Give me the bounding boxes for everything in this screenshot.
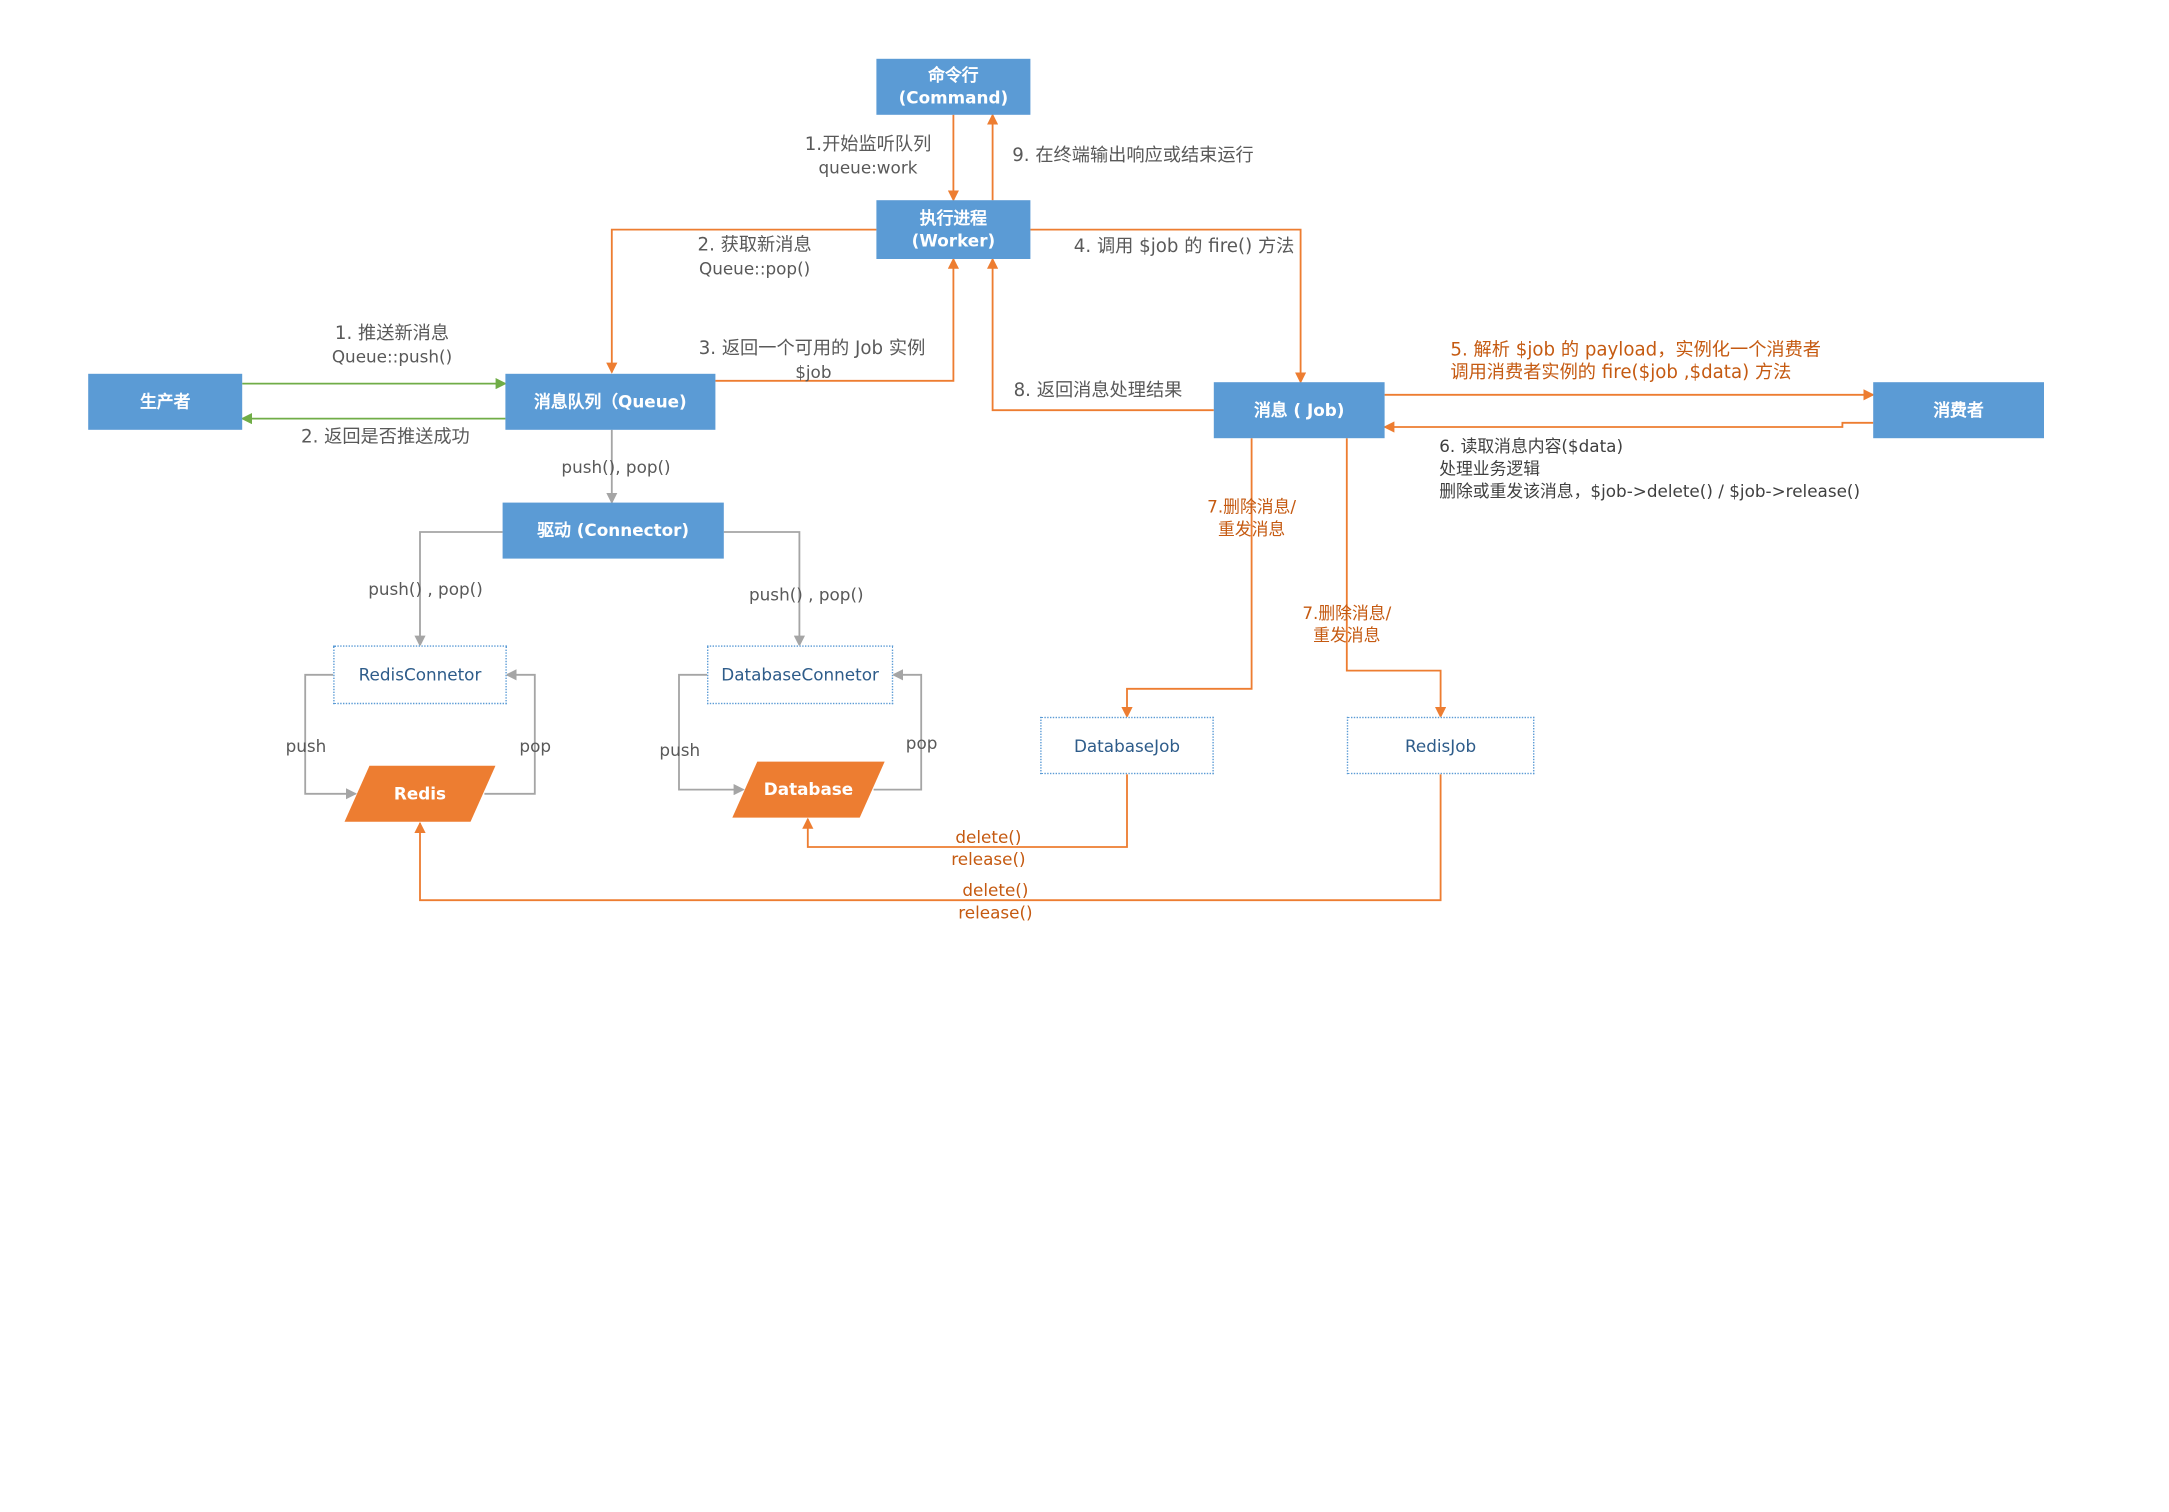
label-get-new: 2. 获取新消息 Queue::pop(): [686, 235, 823, 280]
arrow-read-data: [1383, 421, 1874, 433]
label-read-data-line2: 处理业务逻辑: [1439, 459, 1541, 479]
label-delete-1: 7.删除消息/ 重发消息: [1193, 496, 1311, 541]
label-call-fire: 4. 调用 $job 的 fire() 方法: [1073, 236, 1295, 258]
database-job-node[interactable]: DatabaseJob: [1040, 716, 1214, 775]
queue-label: 消息队列（Queue): [534, 392, 687, 412]
label-get-new-line2: Queue::pop(): [698, 259, 811, 279]
redis-job-label: RedisJob: [1404, 735, 1477, 756]
redis-job-node[interactable]: RedisJob: [1346, 716, 1535, 775]
consumer-label: 消费者: [1933, 400, 1984, 420]
connector-label: 驱动 (Connector): [537, 520, 690, 541]
label-return-job-line1: 3. 返回一个可用的 Job 实例: [698, 338, 926, 360]
arrow-db-push: [678, 673, 745, 796]
label-start-listen-line1: 1.开始监听队列: [804, 134, 932, 156]
label-push-new: 1. 推送新消息 Queue::push(): [322, 323, 462, 368]
database-connector-node[interactable]: DatabaseConnetor: [707, 645, 894, 705]
redis-connector-label: RedisConnetor: [358, 665, 482, 685]
queue-node[interactable]: 消息队列（Queue): [505, 373, 716, 430]
label-left-push-pop: push() , pop(): [368, 579, 483, 600]
producer-node[interactable]: 生产者: [88, 373, 243, 430]
database-job-label: DatabaseJob: [1073, 735, 1181, 756]
label-return-job: 3. 返回一个可用的 Job 实例 $job: [697, 339, 927, 384]
label-db-pop: pop: [905, 733, 938, 754]
label-delete-2-line1: 7.删除消息/: [1302, 603, 1392, 623]
label-right-push-pop: push() , pop(): [749, 585, 864, 605]
arrow-job-databasejob: [1121, 438, 1253, 719]
arrow-get-new: [606, 228, 877, 374]
redis-connector-node[interactable]: RedisConnetor: [333, 645, 507, 705]
arrow-connector-database: [723, 531, 805, 647]
worker-title: 执行进程: [919, 208, 987, 229]
label-db-release: release(): [951, 849, 1026, 870]
label-delete-1-line2: 重发消息: [1217, 519, 1286, 539]
label-db-push: push: [659, 740, 701, 761]
redis-storage-node[interactable]: Redis: [357, 766, 483, 822]
arrow-call-fire: [1030, 228, 1307, 384]
label-read-data: 6. 读取消息内容($data) 处理业务逻辑 删除或重发该消息，$job->d…: [1439, 435, 1860, 502]
label-redis-push: push: [285, 736, 327, 756]
redis-storage-label: Redis: [393, 784, 447, 804]
label-db-delete-release: delete() release(): [938, 826, 1039, 871]
label-return-result: 8. 返回消息处理结果: [1013, 380, 1183, 402]
arrow-return-result: [986, 257, 1214, 412]
producer-label: 生产者: [139, 392, 191, 412]
label-delete-2: 7.删除消息/ 重发消息: [1288, 602, 1406, 647]
label-start-listen: 1.开始监听队列 queue:work: [801, 134, 935, 179]
label-get-new-line1: 2. 获取新消息: [697, 235, 812, 257]
arrow-connector-redis: [414, 531, 503, 647]
label-queue-push-pop: push(), pop(): [561, 457, 671, 478]
arrow-return-job: [715, 257, 959, 382]
job-label: 消息 ( Job): [1253, 400, 1345, 420]
label-read-data-line3: 删除或重发该消息，$job->delete() / $job->release(…: [1439, 481, 1861, 502]
command-node[interactable]: 命令行 (Command): [876, 58, 1031, 115]
command-title: 命令行: [928, 65, 979, 86]
label-return-success: 2. 返回是否推送成功: [301, 427, 470, 448]
label-redis-delete: delete(): [962, 880, 1029, 901]
database-storage-label: Database: [763, 779, 854, 800]
label-db-delete: delete(): [955, 827, 1022, 847]
label-delete-1-line1: 7.删除消息/: [1207, 497, 1297, 517]
label-parse-payload-line1: 5. 解析 $job 的 payload，实例化一个消费者: [1450, 340, 1822, 362]
arrow-redis-push: [304, 673, 357, 800]
label-return-job-line2: $job: [795, 362, 832, 383]
label-parse-payload-line2: 调用消费者实例的 fire($job ,$data) 方法: [1450, 362, 1792, 384]
consumer-node[interactable]: 消费者: [1873, 382, 2044, 439]
connector-node[interactable]: 驱动 (Connector): [502, 502, 724, 559]
label-redis-release: release(): [958, 903, 1033, 923]
arrow-db-pop: [873, 669, 923, 791]
label-redis-pop: pop: [519, 736, 552, 756]
database-storage-node[interactable]: Database: [745, 762, 872, 818]
arrow-databasejob-database: [802, 774, 1128, 848]
label-push-new-line2: Queue::push(): [331, 347, 453, 367]
command-subtitle: (Command): [898, 88, 1009, 108]
worker-subtitle: (Worker): [911, 231, 996, 251]
label-parse-payload: 5. 解析 $job 的 payload，实例化一个消费者 调用消费者实例的 f…: [1450, 340, 1821, 385]
label-read-data-line1: 6. 读取消息内容($data): [1439, 436, 1624, 457]
label-terminal-output: 9. 在终端输出响应或结束运行: [1012, 145, 1254, 167]
arrow-redisjob-redis: [414, 774, 1442, 902]
arrow-redis-pop: [484, 669, 536, 795]
job-node[interactable]: 消息 ( Job): [1213, 382, 1385, 439]
worker-node[interactable]: 执行进程 (Worker): [876, 200, 1031, 259]
label-redis-delete-release: delete() release(): [945, 879, 1046, 924]
database-connector-label: DatabaseConnetor: [721, 665, 879, 685]
label-push-new-line1: 1. 推送新消息: [334, 323, 450, 345]
label-start-listen-line2: queue:work: [818, 158, 918, 178]
label-delete-2-line2: 重发消息: [1313, 625, 1381, 646]
arrow-job-redisjob: [1345, 438, 1447, 719]
